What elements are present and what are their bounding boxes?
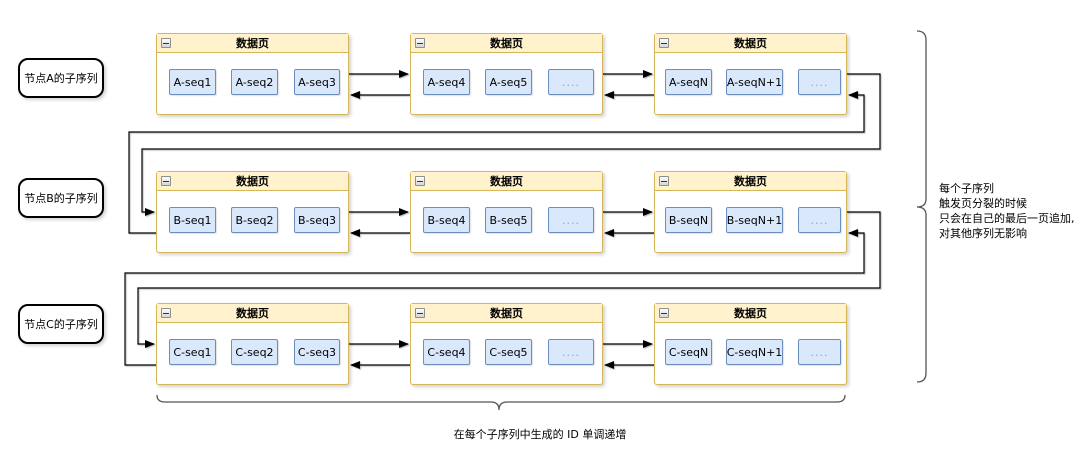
collapse-button[interactable] <box>415 38 425 48</box>
seq-cell: B-seq2 <box>231 207 278 233</box>
seq-cell: B-seq3 <box>294 207 340 233</box>
seq-cell: C-seq4 <box>423 339 470 365</box>
seq-cell: A-seqN <box>665 69 712 95</box>
data-page-a3: 数据页 A-seqN A-seqN+1 .... <box>654 33 847 115</box>
seq-cell: A-seqN+1 <box>726 69 783 95</box>
data-page-title: 数据页 <box>490 175 523 188</box>
right-note-line: 触发页分裂的时候 <box>939 197 1027 210</box>
collapse-button[interactable] <box>161 38 171 48</box>
data-page-a1: 数据页 A-seq1 A-seq2 A-seq3 <box>156 33 349 115</box>
data-page-title: 数据页 <box>236 175 269 188</box>
collapse-button[interactable] <box>415 176 425 186</box>
seq-cell: B-seq4 <box>423 207 470 233</box>
row-label-node-a: 节点A的子序列 <box>18 58 104 98</box>
data-page-header <box>411 34 602 53</box>
data-page-header <box>655 172 846 191</box>
minus-icon <box>417 43 423 44</box>
data-page-header <box>655 34 846 53</box>
right-note-line: 每个子序列 <box>939 182 994 195</box>
minus-icon <box>661 181 667 182</box>
seq-cell: A-seq1 <box>169 69 216 95</box>
minus-icon <box>163 313 169 314</box>
minus-icon <box>417 181 423 182</box>
seq-cell: C-seqN <box>665 339 712 365</box>
data-page-header <box>157 34 348 53</box>
seq-cell-ellipsis: .... <box>548 207 594 233</box>
data-page-title: 数据页 <box>734 175 767 188</box>
minus-icon <box>661 313 667 314</box>
seq-cell-ellipsis: .... <box>798 69 841 95</box>
minus-icon <box>661 43 667 44</box>
seq-cell: A-seq2 <box>231 69 278 95</box>
data-page-b1: 数据页 B-seq1 B-seq2 B-seq3 <box>156 171 349 253</box>
seq-cell: B-seq5 <box>485 207 532 233</box>
data-page-header <box>411 172 602 191</box>
data-page-header <box>157 304 348 323</box>
collapse-button[interactable] <box>659 308 669 318</box>
row-label-text: 节点A的子序列 <box>24 72 98 85</box>
seq-cell-ellipsis: .... <box>548 339 594 365</box>
seq-cell: A-seq5 <box>485 69 532 95</box>
data-page-c3: 数据页 C-seqN C-seqN+1 .... <box>654 303 847 385</box>
data-page-title: 数据页 <box>490 37 523 50</box>
row-label-node-c: 节点C的子序列 <box>18 304 104 344</box>
seq-cell-ellipsis: .... <box>798 207 841 233</box>
collapse-button[interactable] <box>161 176 171 186</box>
data-page-header <box>157 172 348 191</box>
data-page-a2: 数据页 A-seq4 A-seq5 .... <box>410 33 603 115</box>
seq-cell: C-seqN+1 <box>726 339 783 365</box>
data-page-b3: 数据页 B-seqN B-seqN+1 .... <box>654 171 847 253</box>
minus-icon <box>163 181 169 182</box>
seq-cell: B-seqN <box>665 207 712 233</box>
seq-cell: C-seq1 <box>169 339 216 365</box>
data-page-title: 数据页 <box>236 37 269 50</box>
minus-icon <box>163 43 169 44</box>
minus-icon <box>417 313 423 314</box>
right-note-line: 对其他序列无影响 <box>939 227 1027 240</box>
seq-cell: C-seq5 <box>485 339 532 365</box>
bottom-brace <box>156 394 846 411</box>
data-page-header <box>411 304 602 323</box>
seq-cell: A-seq4 <box>423 69 470 95</box>
collapse-button[interactable] <box>415 308 425 318</box>
row-label-text: 节点C的子序列 <box>24 318 98 331</box>
data-page-title: 数据页 <box>734 307 767 320</box>
seq-cell-ellipsis: .... <box>798 339 841 365</box>
data-page-header <box>655 304 846 323</box>
seq-cell-ellipsis: .... <box>548 69 594 95</box>
collapse-button[interactable] <box>659 38 669 48</box>
row-label-text: 节点B的子序列 <box>24 192 98 205</box>
seq-cell: C-seq3 <box>294 339 340 365</box>
right-note-line: 只会在自己的最后一页追加, <box>939 212 1075 225</box>
seq-cell: A-seq3 <box>294 69 340 95</box>
right-note: 每个子序列 触发页分裂的时候 只会在自己的最后一页追加, 对其他序列无影响 <box>939 181 1075 241</box>
collapse-button[interactable] <box>161 308 171 318</box>
data-page-title: 数据页 <box>236 307 269 320</box>
data-page-title: 数据页 <box>734 37 767 50</box>
seq-cell: B-seqN+1 <box>726 207 783 233</box>
seq-cell: C-seq2 <box>231 339 278 365</box>
right-brace <box>916 30 927 383</box>
bottom-note: 在每个子序列中生成的 ID 单调递增 <box>453 428 627 441</box>
data-page-b2: 数据页 B-seq4 B-seq5 .... <box>410 171 603 253</box>
seq-cell: B-seq1 <box>169 207 216 233</box>
data-page-c2: 数据页 C-seq4 C-seq5 .... <box>410 303 603 385</box>
row-label-node-b: 节点B的子序列 <box>18 178 104 218</box>
collapse-button[interactable] <box>659 176 669 186</box>
data-page-title: 数据页 <box>490 307 523 320</box>
data-page-c1: 数据页 C-seq1 C-seq2 C-seq3 <box>156 303 349 385</box>
